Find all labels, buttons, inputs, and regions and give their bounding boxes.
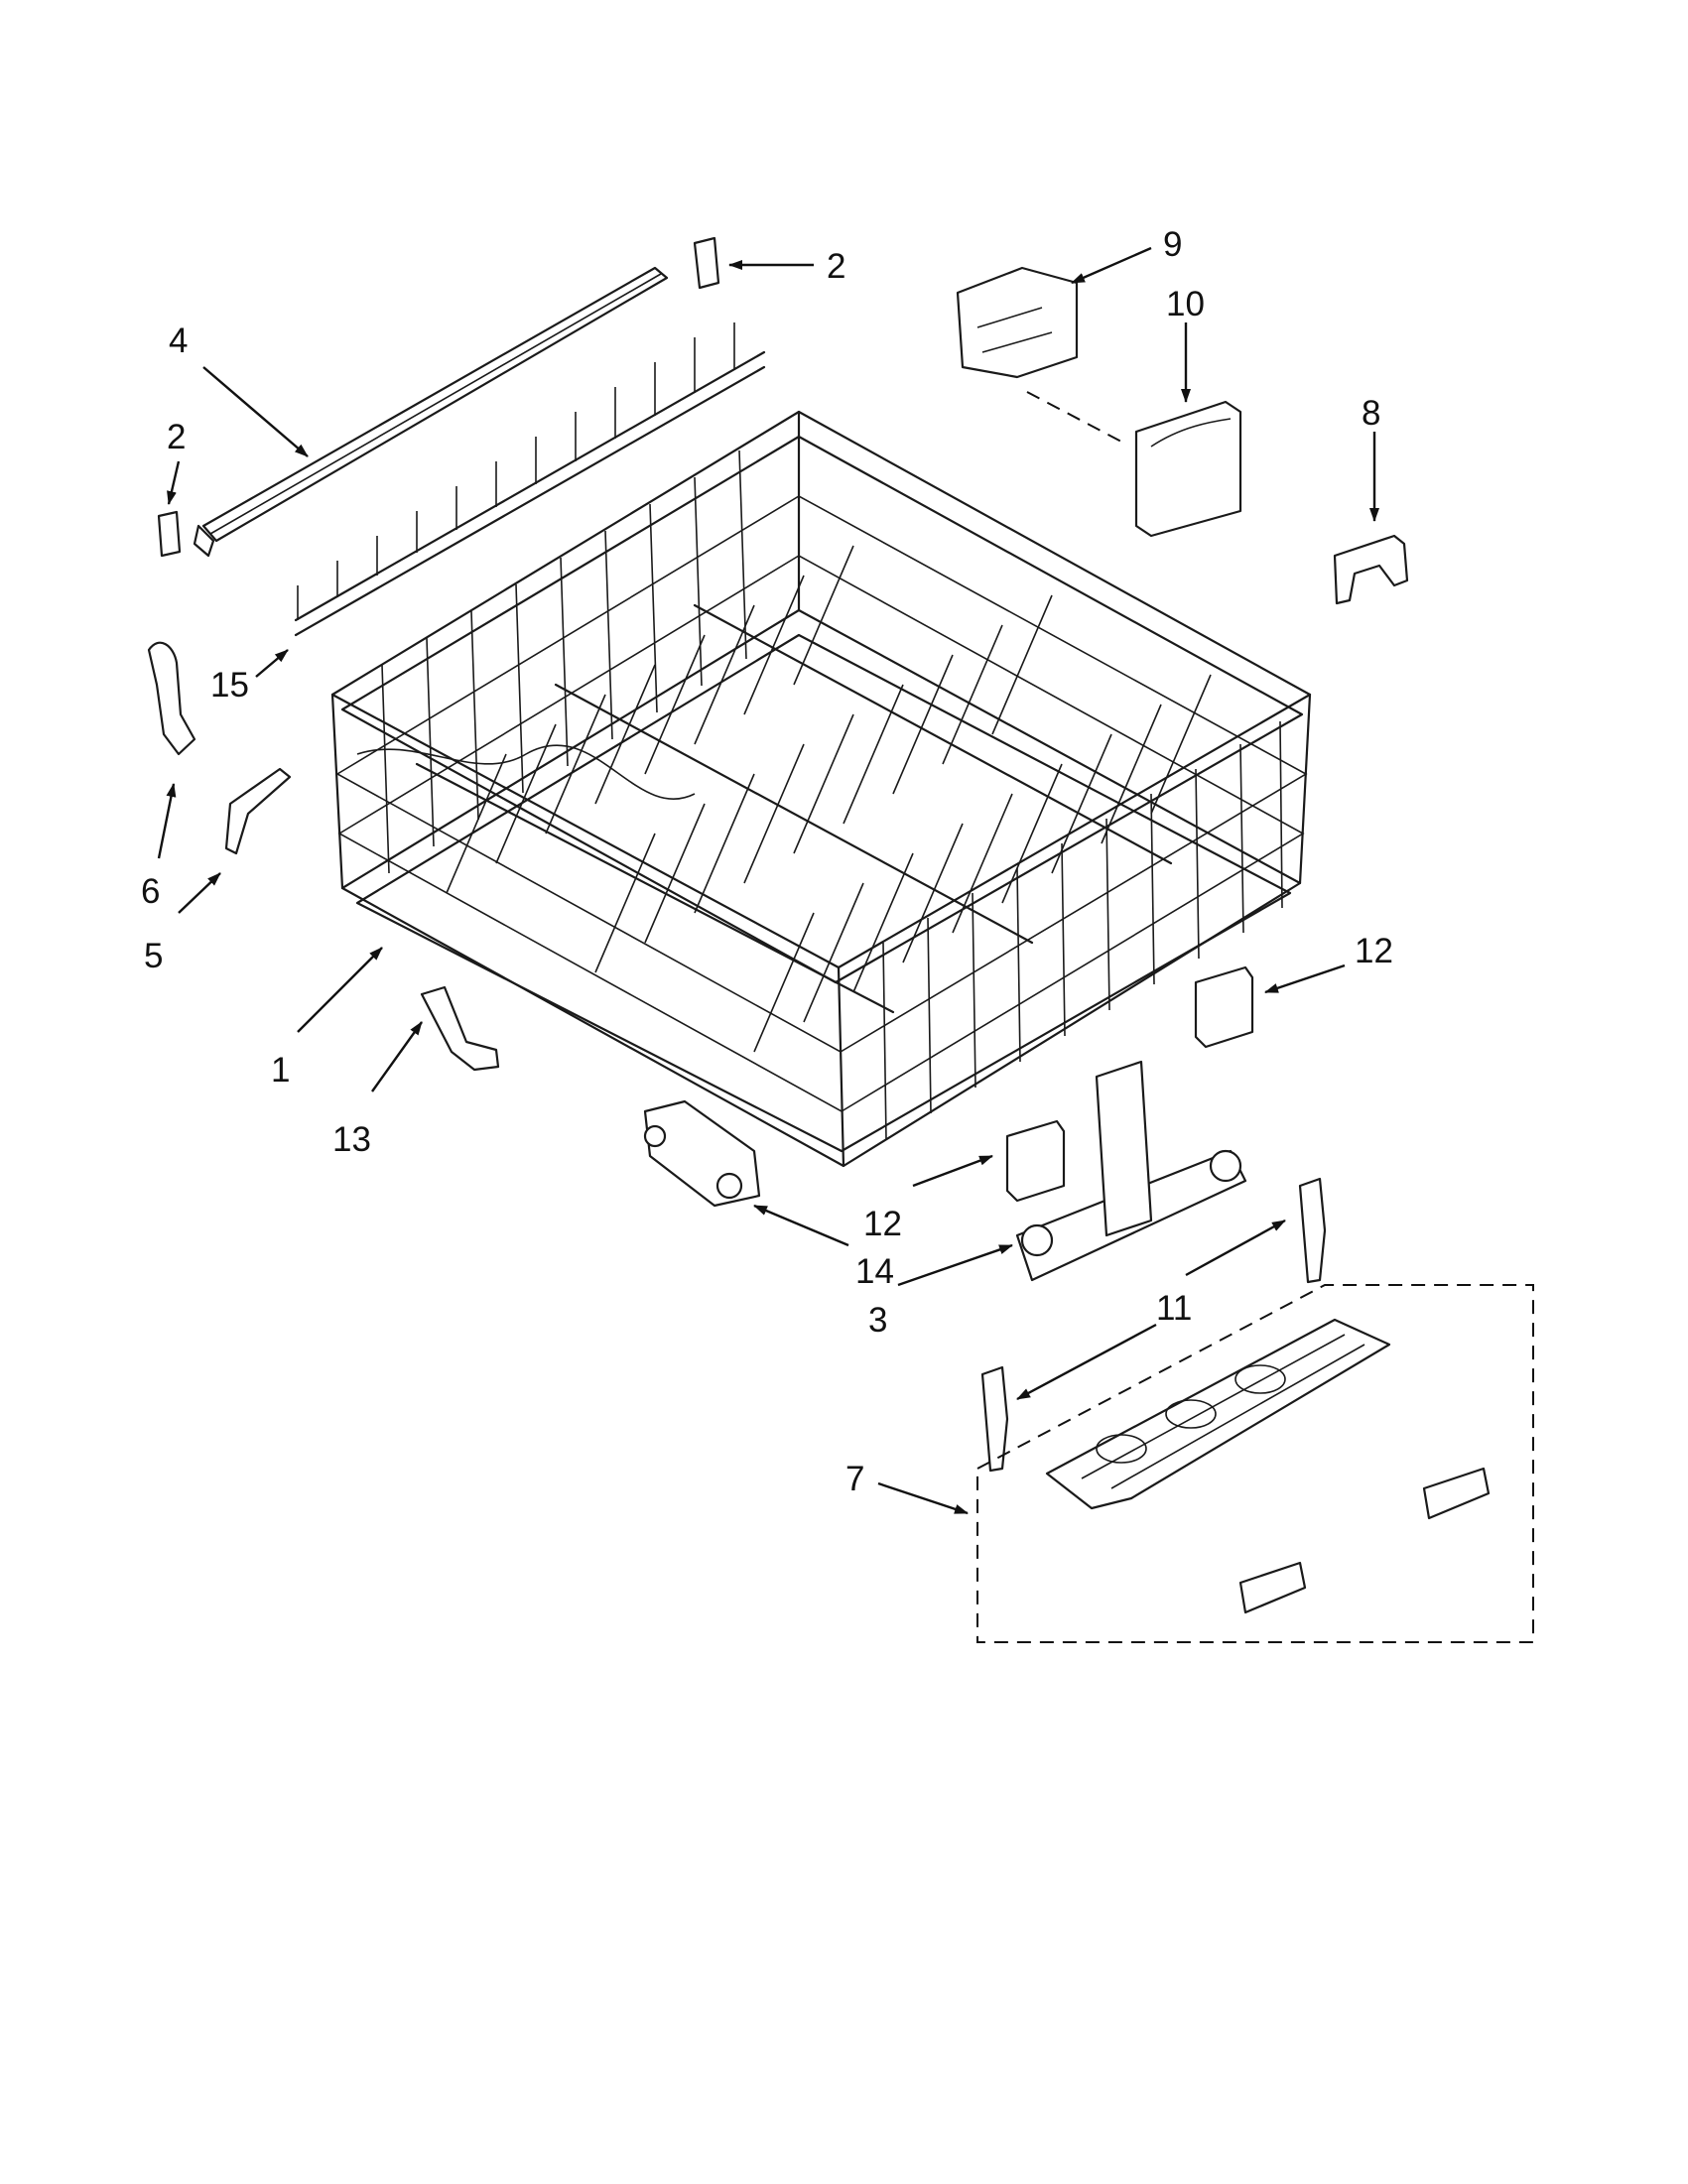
clip-part-5	[224, 767, 292, 855]
bracket-part-9	[956, 266, 1079, 379]
cover-part-10	[1134, 400, 1242, 538]
callout-10: 10	[1166, 285, 1205, 323]
clip-part-12-center	[1005, 1119, 1066, 1203]
rack-adjuster-part-3	[1015, 1060, 1247, 1282]
callout-8: 8	[1362, 394, 1380, 433]
rail-end-cap-top	[693, 236, 720, 290]
rack-rail	[193, 266, 669, 558]
tine-row-assembly	[294, 322, 766, 637]
callout-2-left: 2	[167, 418, 186, 456]
rail-end-cap-left	[157, 510, 182, 558]
callout-11: 11	[1156, 1289, 1192, 1328]
callout-1: 1	[271, 1051, 290, 1090]
callout-9: 9	[1163, 225, 1182, 264]
callout-7: 7	[845, 1460, 864, 1498]
callout-4: 4	[169, 321, 188, 360]
stop-part-11-left	[980, 1365, 1009, 1473]
stop-part-11-right	[1298, 1177, 1327, 1284]
callout-15: 15	[210, 666, 249, 705]
clip-part-13	[420, 985, 500, 1072]
clip-part-6	[147, 641, 196, 756]
leader-lines	[157, 246, 1379, 1515]
callout-3: 3	[868, 1301, 887, 1340]
callout-12-right: 12	[1355, 932, 1393, 970]
callout-13: 13	[332, 1120, 371, 1159]
upper-dishrack	[330, 410, 1312, 1168]
callout-5: 5	[144, 937, 163, 975]
callout-12-center: 12	[863, 1205, 902, 1243]
callout-2-top: 2	[827, 247, 845, 286]
callout-14: 14	[855, 1252, 894, 1291]
clip-part-12-right	[1194, 965, 1254, 1049]
utensil-tray-kit-part-7	[976, 1284, 1534, 1643]
rack-adjuster-part-14	[643, 1099, 761, 1208]
clip-part-8	[1333, 534, 1409, 605]
connector-dashed-line	[1026, 391, 1122, 443]
callout-6: 6	[141, 872, 160, 911]
